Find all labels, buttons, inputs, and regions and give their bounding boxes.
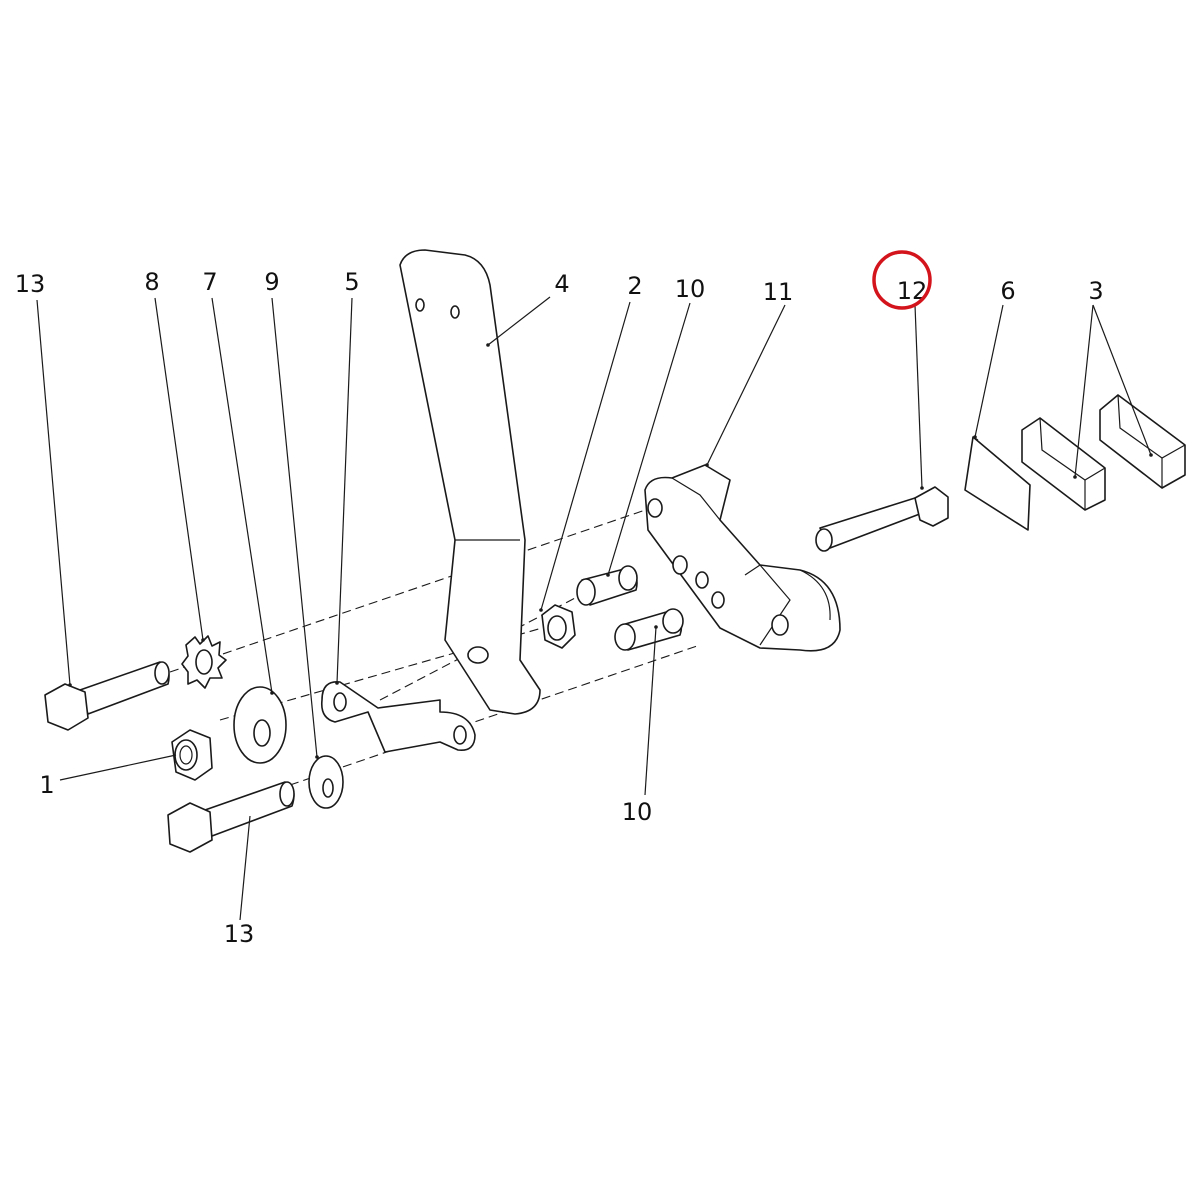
part-3-block-right — [1099, 394, 1186, 489]
callout-13-upper: 13 — [15, 270, 46, 298]
callout-2: 2 — [627, 272, 642, 300]
part-12-pin — [815, 486, 949, 552]
callout-labels: 13 8 7 9 5 4 2 10 11 12 6 3 1 10 13 — [15, 268, 1104, 948]
callout-7: 7 — [202, 268, 217, 296]
part-8-lock-washer — [181, 635, 227, 689]
callout-1: 1 — [39, 771, 54, 799]
callout-11: 11 — [763, 278, 794, 306]
part-6-shim-plate — [964, 436, 1031, 531]
callout-10-lower: 10 — [622, 798, 653, 826]
part-13-bolt-lower — [167, 781, 295, 853]
callout-8: 8 — [144, 268, 159, 296]
callout-10-upper: 10 — [675, 275, 706, 303]
part-10-bushing-lower — [614, 608, 684, 651]
part-2-hex-nut — [541, 604, 576, 649]
callout-13-lower: 13 — [224, 920, 255, 948]
callout-4: 4 — [554, 270, 569, 298]
part-10-bushing-upper — [576, 565, 638, 606]
part-5-bent-bracket — [320, 681, 476, 753]
callout-5: 5 — [344, 268, 359, 296]
part-9-washer — [308, 755, 344, 809]
callout-3: 3 — [1088, 277, 1103, 305]
callout-6: 6 — [1000, 277, 1015, 305]
part-1-lock-nut — [171, 729, 213, 781]
part-4-lever-plate — [399, 249, 541, 715]
part-13-bolt-upper — [44, 661, 170, 731]
callout-9: 9 — [264, 268, 279, 296]
part-3-block-left — [1021, 417, 1106, 511]
highlight-circle — [872, 250, 932, 310]
part-11-bracket — [644, 464, 841, 652]
leader-dots — [68, 343, 1153, 759]
part-7-washer — [233, 686, 287, 764]
leader-lines — [36, 296, 1152, 921]
